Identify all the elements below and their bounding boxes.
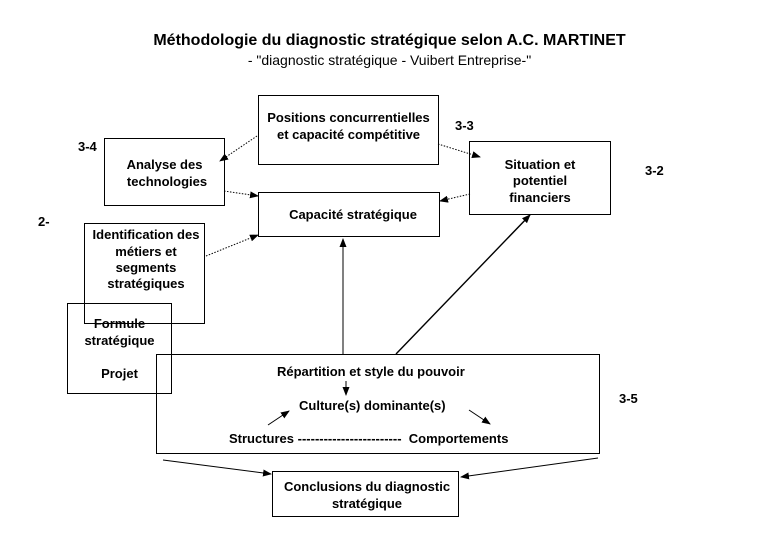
edge-situation-capacite	[439, 193, 471, 203]
edge-positions-technologies	[219, 135, 258, 162]
identification-line3: segments	[115, 260, 177, 275]
positions-line2: et capacité compétitive	[276, 127, 421, 142]
formule-line3: Projet	[101, 366, 138, 381]
section-label-3-4: 3-4	[78, 139, 97, 154]
technologies-line2: technologies	[126, 174, 208, 189]
situation-box	[469, 141, 611, 215]
capacite-label: Capacité stratégique	[289, 207, 417, 222]
conclusions-line1: Conclusions du diagnostic	[283, 479, 451, 494]
technologies-box	[104, 138, 225, 206]
situation-line1: Situation et	[504, 157, 576, 172]
diagram-subtitle: - "diagnostic stratégique - Vuibert Entr…	[247, 52, 532, 68]
edge-positions-situation	[437, 143, 481, 158]
edge-pouvoir-situation	[395, 214, 531, 355]
pouvoir-structures: Structures ------------------------ Comp…	[229, 431, 509, 446]
capacite-box	[258, 192, 440, 237]
identification-line4: stratégiques	[107, 276, 185, 291]
identification-line2: métiers et	[115, 244, 177, 259]
pouvoir-repartition: Répartition et style du pouvoir	[277, 364, 465, 379]
identification-box	[84, 223, 205, 324]
edge-technologies-capacite	[223, 190, 259, 199]
section-label-3-3: 3-3	[455, 118, 474, 133]
conclusions-box	[272, 471, 459, 517]
technologies-line1: Analyse des	[126, 157, 203, 172]
formule-line2: stratégique	[84, 333, 155, 348]
situation-line2: potentiel	[512, 173, 568, 188]
pouvoir-box	[156, 354, 600, 454]
positions-line1: Positions concurrentielles	[267, 110, 430, 125]
pouvoir-culture: Culture(s) dominante(s)	[299, 398, 446, 413]
formule-box	[67, 303, 172, 394]
edge-pouvoir-conclusions-left	[162, 459, 272, 477]
edge-pouvoir-conclusions-right	[460, 457, 599, 480]
formule-line1: Formule	[93, 316, 146, 331]
section-label-2: 2-	[38, 214, 50, 229]
conclusions-line2: stratégique	[331, 496, 403, 511]
diagram-title: Méthodologie du diagnostic stratégique s…	[153, 32, 626, 49]
edge-structures-culture	[267, 410, 290, 426]
section-label-3-5: 3-5	[619, 391, 638, 406]
identification-line1: Identification des	[92, 227, 200, 242]
situation-line3: financiers	[509, 190, 571, 205]
positions-box	[258, 95, 439, 165]
edge-culture-comportements	[468, 409, 491, 425]
section-label-3-2: 3-2	[645, 163, 664, 178]
edge-identification-capacite	[205, 234, 259, 257]
